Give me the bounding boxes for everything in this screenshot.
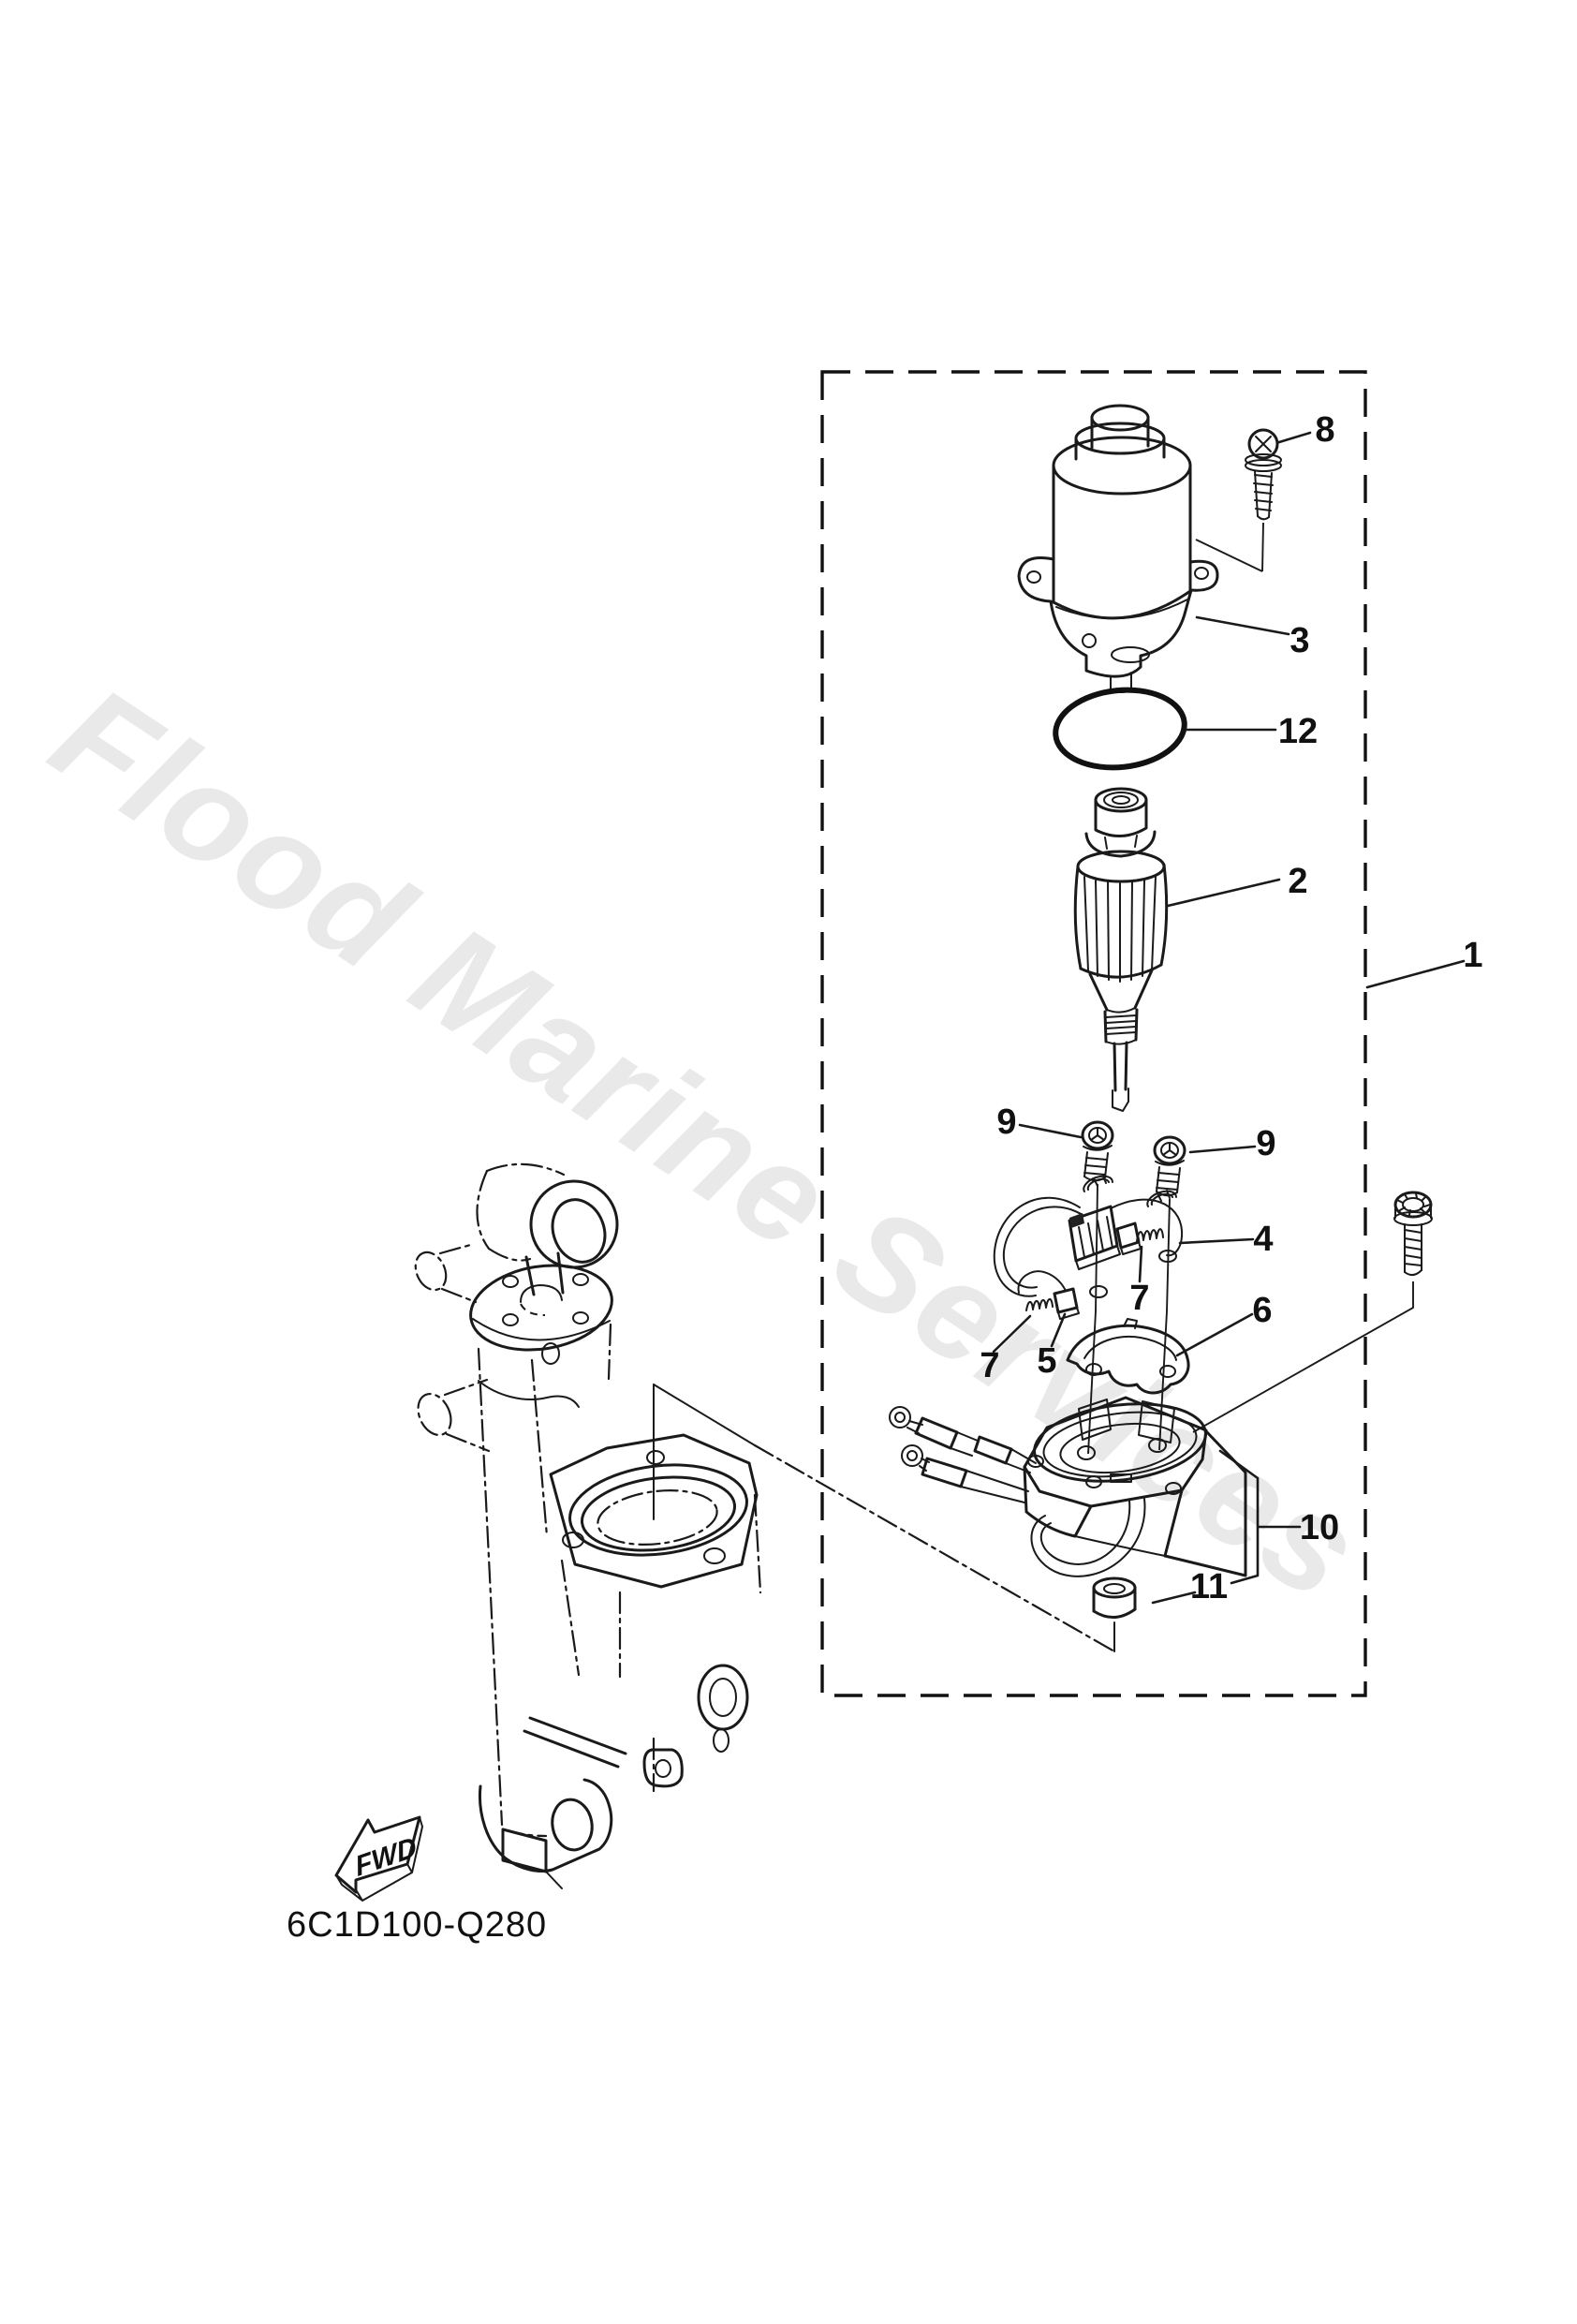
callout-10: 10 [1300, 1508, 1339, 1547]
leader-lines [992, 431, 1466, 1605]
leader-7-left [992, 1314, 1032, 1354]
callout-5: 5 [1037, 1341, 1056, 1381]
leader-8 [1277, 431, 1312, 444]
assembly-boundary-box [820, 370, 1367, 1697]
leader-11 [1151, 1591, 1197, 1605]
battery-cables-drawing [889, 1406, 1037, 1503]
callout-2: 2 [1288, 862, 1307, 901]
callout-3: 3 [1290, 621, 1309, 660]
leader-2 [1166, 878, 1281, 908]
leader-3 [1195, 615, 1290, 636]
leader-9-left [1018, 1123, 1083, 1139]
leader-4 [1178, 1237, 1255, 1245]
mount-bolt-drawing [1192, 1191, 1433, 1433]
callout-8: 8 [1315, 410, 1334, 450]
leader-10 [1218, 1449, 1302, 1585]
callout-6: 6 [1252, 1291, 1272, 1330]
motor-screw-drawing [1195, 428, 1282, 572]
callout-9-left: 9 [996, 1103, 1016, 1142]
brush-screw-right-drawing [1146, 1135, 1186, 1451]
brush-holder-drawing [993, 1196, 1184, 1320]
leader-7-mid [1138, 1245, 1143, 1283]
motor-assembly-drawing [1017, 404, 1219, 693]
brush-screw-left-drawing [1081, 1120, 1114, 1455]
callout-9-right: 9 [1256, 1124, 1275, 1163]
retainer-plate-drawing [1066, 1318, 1190, 1395]
callout-7-left: 7 [980, 1346, 999, 1385]
center-alignment-line [653, 1384, 1116, 1653]
callout-12: 12 [1278, 712, 1318, 751]
grommet-drawing [1092, 1576, 1137, 1619]
leader-1 [1365, 959, 1466, 989]
armature-drawing [1073, 787, 1169, 1112]
fwd-direction-arrow: FWD [334, 1815, 423, 1902]
callout-7-mid: 7 [1129, 1279, 1149, 1318]
callout-11: 11 [1190, 1567, 1228, 1606]
callout-4: 4 [1253, 1220, 1273, 1259]
leader-5 [1050, 1312, 1067, 1348]
drawing-code: 6C1D100-Q280 [287, 1905, 547, 1945]
tilt-cylinder-reference-drawing [414, 1162, 762, 1889]
callout-1: 1 [1463, 936, 1482, 975]
leader-6 [1175, 1312, 1254, 1357]
leader-9-right [1188, 1145, 1257, 1154]
o-ring-drawing [1053, 687, 1187, 771]
